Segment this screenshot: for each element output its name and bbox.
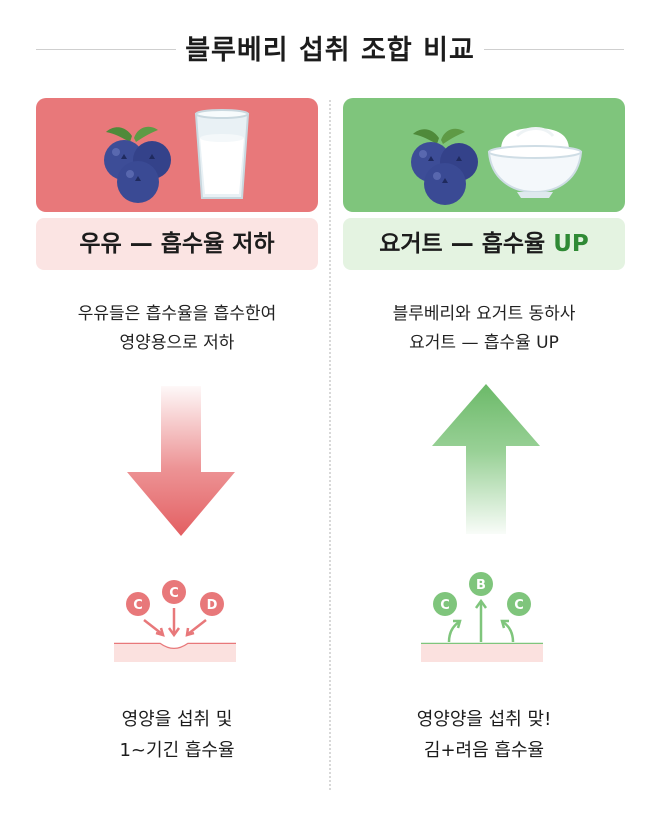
title-row: 블루베리 섭취 조합 비교 (0, 28, 660, 72)
blueberry-icon (104, 126, 171, 203)
nutrient-c-label: C (169, 586, 179, 601)
milk-column: 우유 — 흡수율 저하 우유들은 흡수율을 흡수한여 영양용으로 저하 C C … (36, 98, 318, 798)
arrow-up-icon (432, 384, 540, 534)
milk-result-line-1: 영양을 섭취 및 (121, 709, 233, 730)
arrow-down-icon (127, 386, 235, 536)
nutrient-d-label: D (207, 598, 218, 613)
absorption-blocked-diagram: C C D (114, 580, 236, 662)
yogurt-desc-line-1: 블루베리와 요거트 동하사 (392, 304, 576, 324)
milk-result-line-2: 1~기긴 흡수율 (119, 740, 235, 761)
nutrient-c-badge: C (507, 592, 531, 616)
title-divider-right (484, 49, 624, 50)
milk-desc-line-2: 영양용으로 저하 (119, 333, 235, 353)
nutrient-c-label: C (514, 598, 524, 613)
nutrient-c-badge: C (162, 580, 186, 604)
milk-glass-icon (194, 109, 250, 199)
nutrient-d-badge: D (200, 592, 224, 616)
yogurt-label-up: UP (553, 231, 589, 257)
yogurt-label-main: 요거트 — 흡수율 (379, 231, 546, 257)
milk-desc-line-1: 우유들은 흡수율을 흡수한여 (77, 304, 277, 324)
yogurt-bowl-icon (487, 127, 583, 198)
yogurt-label: 요거트 — 흡수율 UP (343, 218, 625, 270)
page-title: 블루베리 섭취 조합 비교 (185, 35, 475, 66)
absorption-enhanced-diagram: C B C (421, 572, 543, 662)
yogurt-result-line-2: 김+려음 흡수율 (423, 740, 545, 761)
nutrient-c-label: C (133, 598, 143, 613)
milk-header-card (36, 98, 318, 212)
yogurt-column: 요거트 — 흡수율 UP 블루베리와 요거트 동하사 요거트 — 흡수율 UP … (343, 98, 625, 798)
nutrient-c-label: C (440, 598, 450, 613)
yogurt-header-card (343, 98, 625, 212)
yogurt-desc-line-2: 요거트 — 흡수율 UP (409, 333, 559, 353)
nutrient-c-badge: C (126, 592, 150, 616)
column-divider (329, 100, 331, 790)
nutrient-c-badge: C (433, 592, 457, 616)
milk-label: 우유 — 흡수율 저하 (36, 218, 318, 270)
nutrient-b-label: B (476, 578, 486, 593)
title-divider-left (36, 49, 176, 50)
yogurt-result-line-1: 영양양을 섭취 맞! (416, 709, 552, 730)
nutrient-b-badge: B (469, 572, 493, 596)
blueberry-icon (411, 128, 478, 205)
